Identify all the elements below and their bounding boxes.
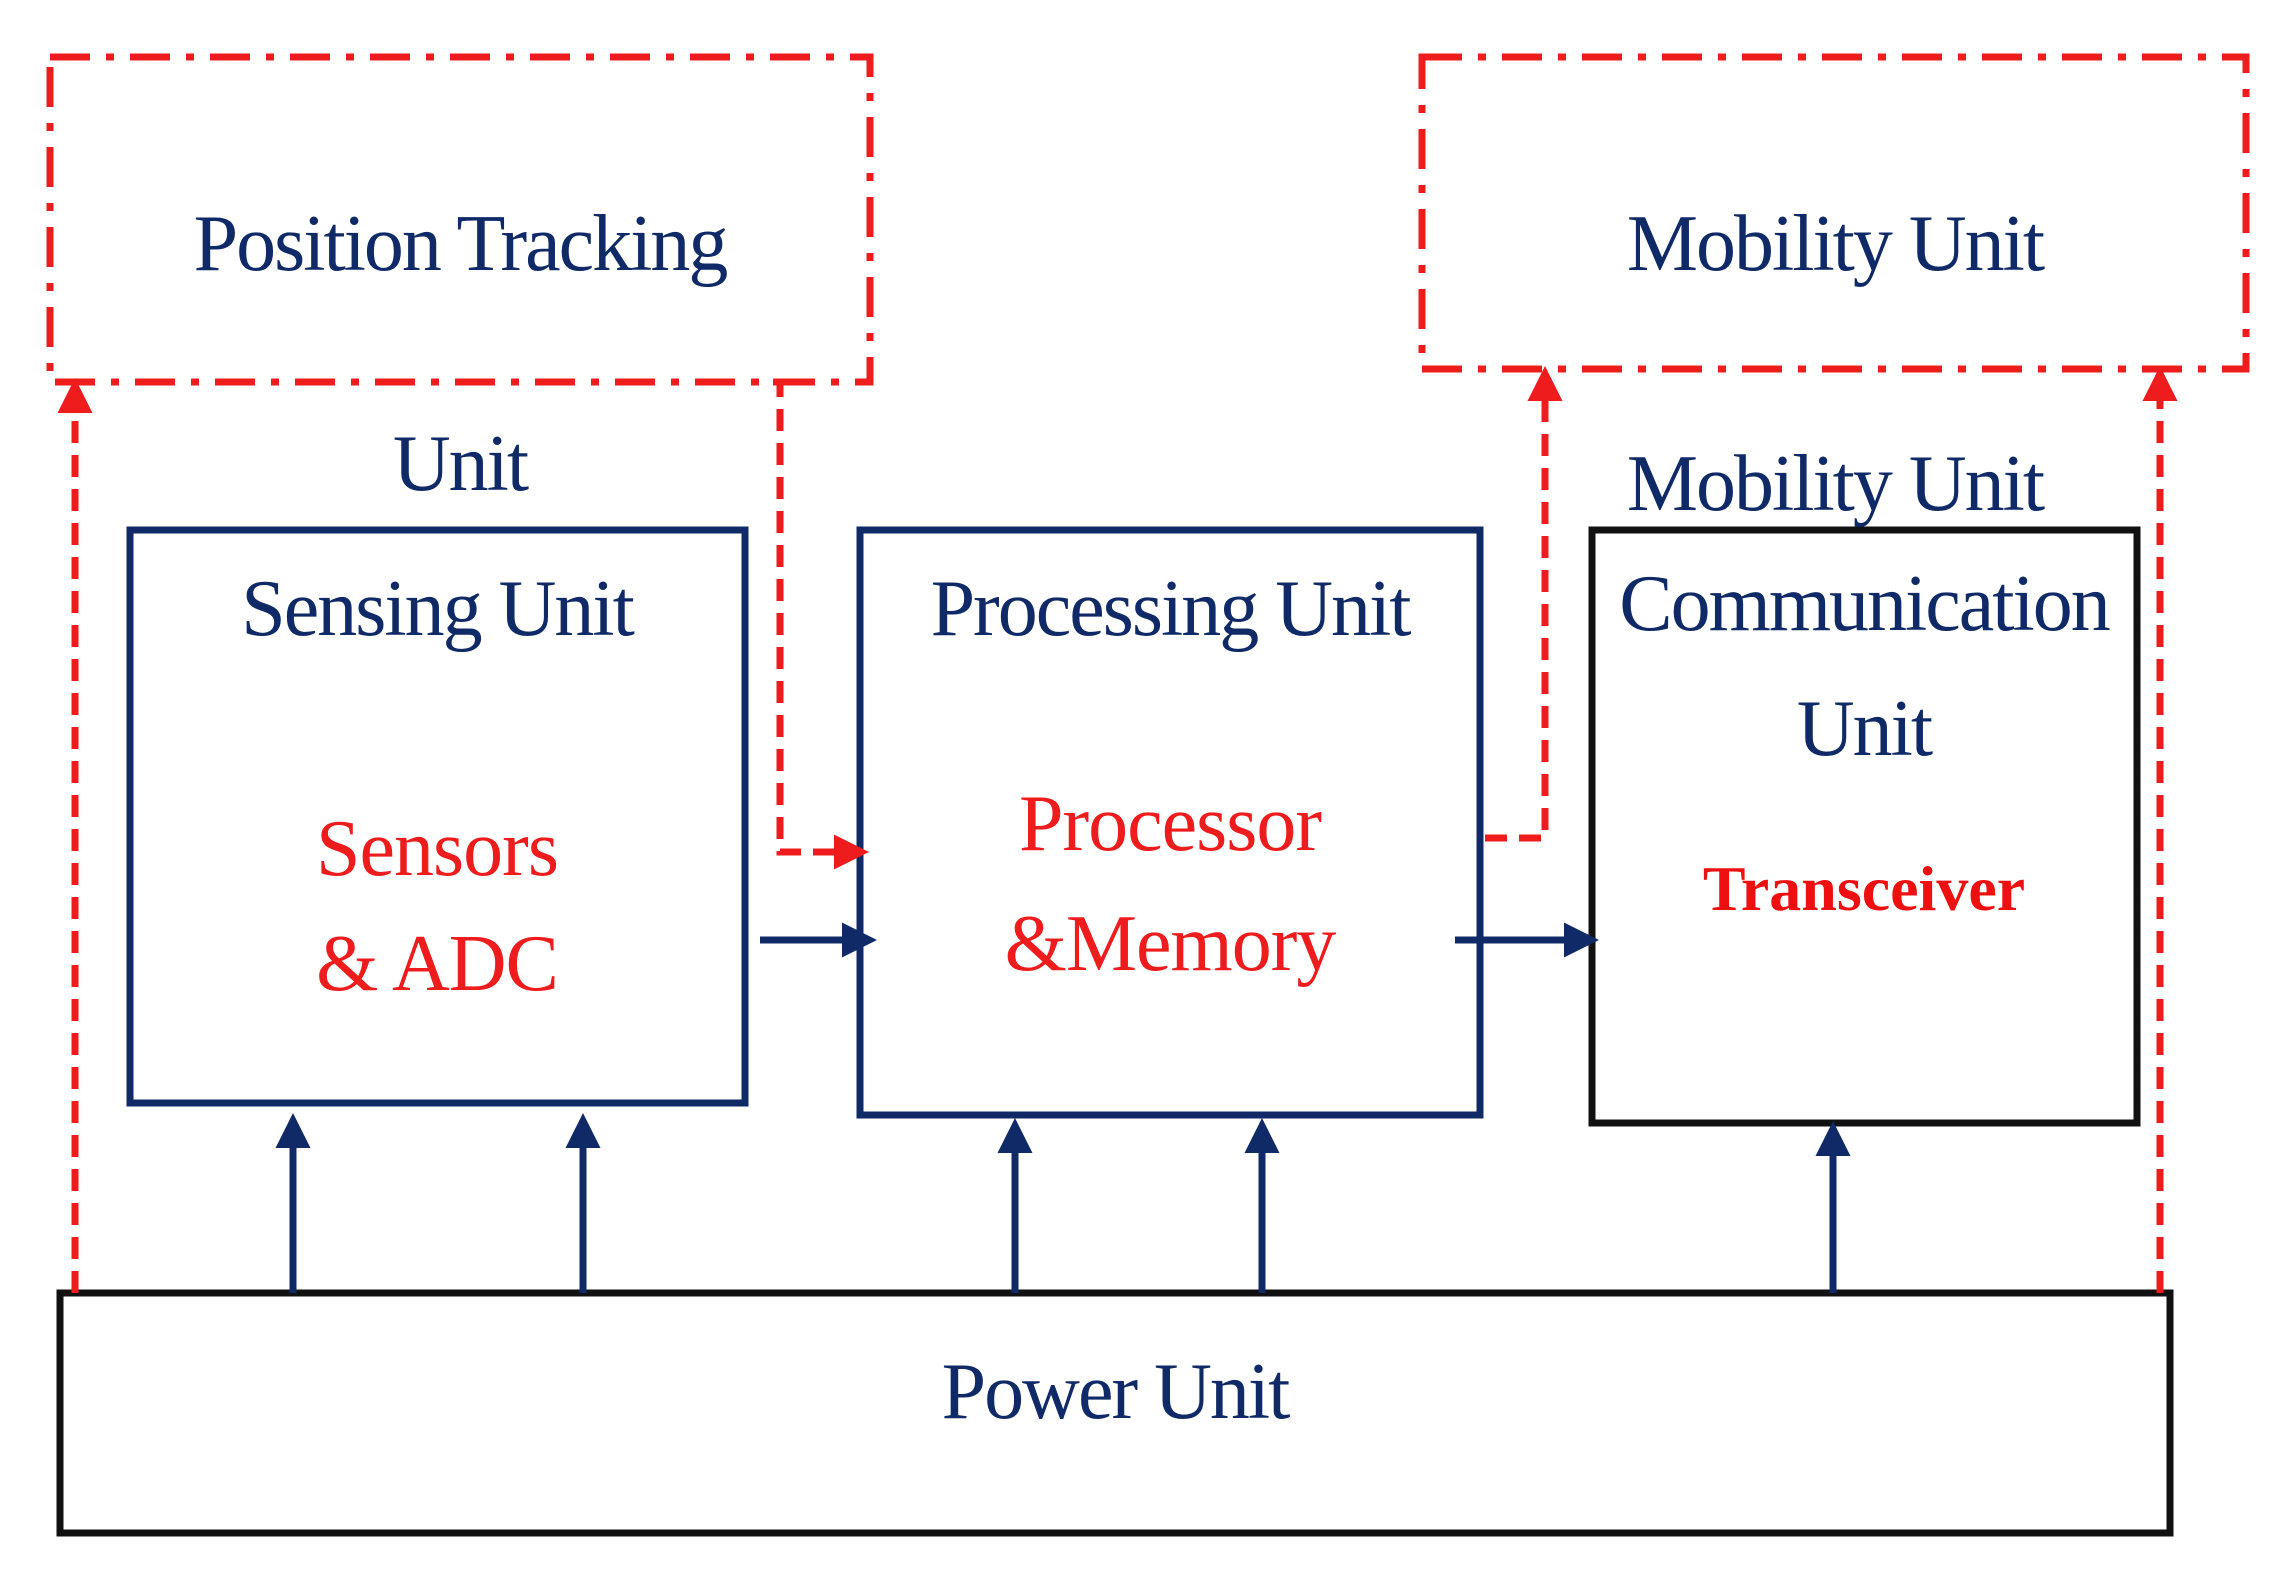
sensing-unit-title: Sensing Unit [241, 565, 634, 653]
processing-unit-title: Processing Unit [931, 565, 1412, 653]
sensing-unit-box [126, 526, 749, 1107]
position-tracking-unit-label: Unit [393, 420, 529, 508]
sensors-label-line2: & ADC [316, 920, 558, 1008]
processor-label-line2: &Memory [1005, 900, 1337, 988]
processor-label-line1: Processor [1019, 780, 1321, 868]
position-tracking-box [46, 53, 874, 386]
processing-unit-box [856, 526, 1484, 1119]
power-unit-box [56, 1289, 2174, 1537]
processing-to-mobility-arrow [1485, 366, 1563, 842]
communication-unit-title-line2: Unit [1797, 685, 1933, 773]
communication-unit-title-line1: Communication [1619, 560, 2110, 648]
sensors-label-line1: Sensors [316, 805, 558, 893]
mobility-unit-top-label: Mobility Unit [1627, 200, 2045, 288]
mobility-unit-below-label: Mobility Unit [1627, 440, 2045, 528]
mobility-unit-box [1418, 53, 2250, 373]
communication-unit-box [1588, 526, 2141, 1127]
position-tracking-to-processing-arrow [773, 378, 869, 870]
power-unit-label: Power Unit [942, 1348, 1290, 1436]
transceiver-label: Transceiver [1703, 853, 2025, 924]
position-tracking-label: Position Tracking [194, 200, 728, 288]
